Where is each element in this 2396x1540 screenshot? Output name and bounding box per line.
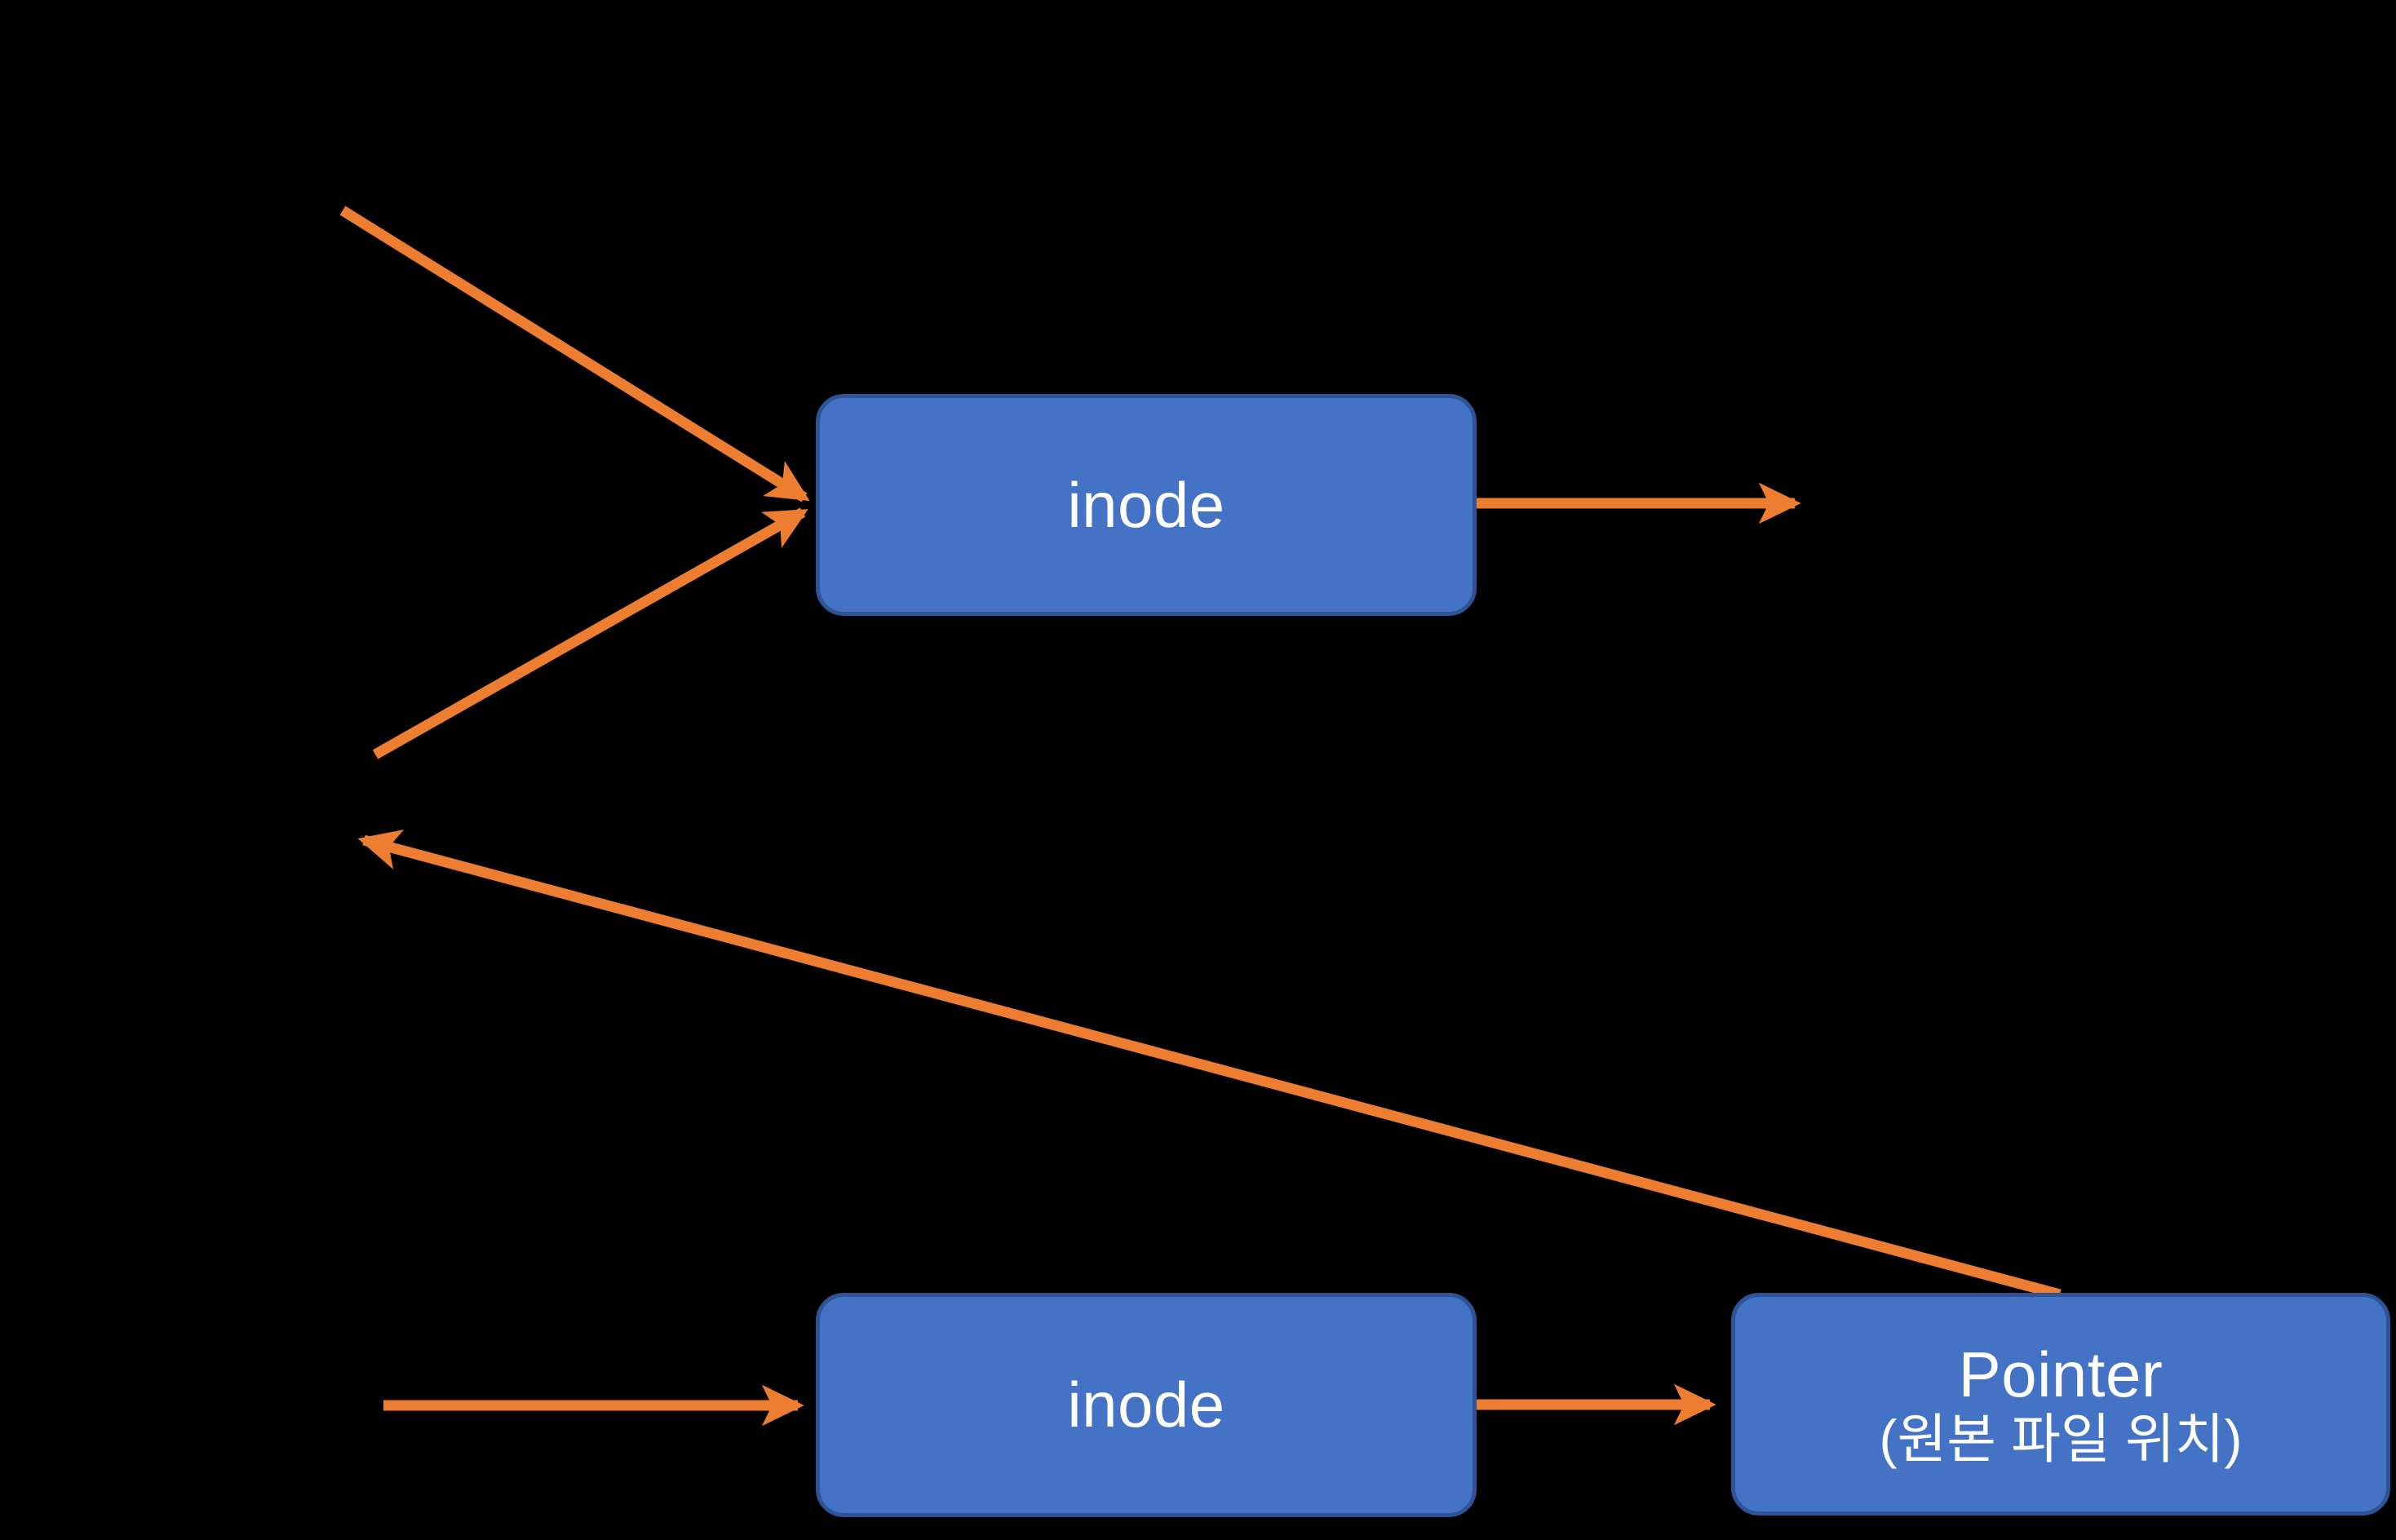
arrow-pointer-back-to-left [357, 829, 2062, 1300]
node-pointer-sublabel: (원본 파일 위치) [1879, 1408, 2243, 1469]
arrow-upper-left-to-inode-top [339, 206, 810, 502]
node-inode-bottom[interactable]: inode [816, 1293, 1477, 1517]
node-inode-bottom-label: inode [1067, 1369, 1225, 1441]
node-inode-top-label: inode [1067, 468, 1225, 541]
node-inode-top[interactable]: inode [816, 394, 1477, 616]
arrow-lower-left-to-inode-top [372, 507, 808, 759]
node-pointer-label: Pointer [1958, 1338, 2163, 1410]
node-pointer[interactable]: Pointer (원본 파일 위치) [1731, 1293, 2390, 1516]
